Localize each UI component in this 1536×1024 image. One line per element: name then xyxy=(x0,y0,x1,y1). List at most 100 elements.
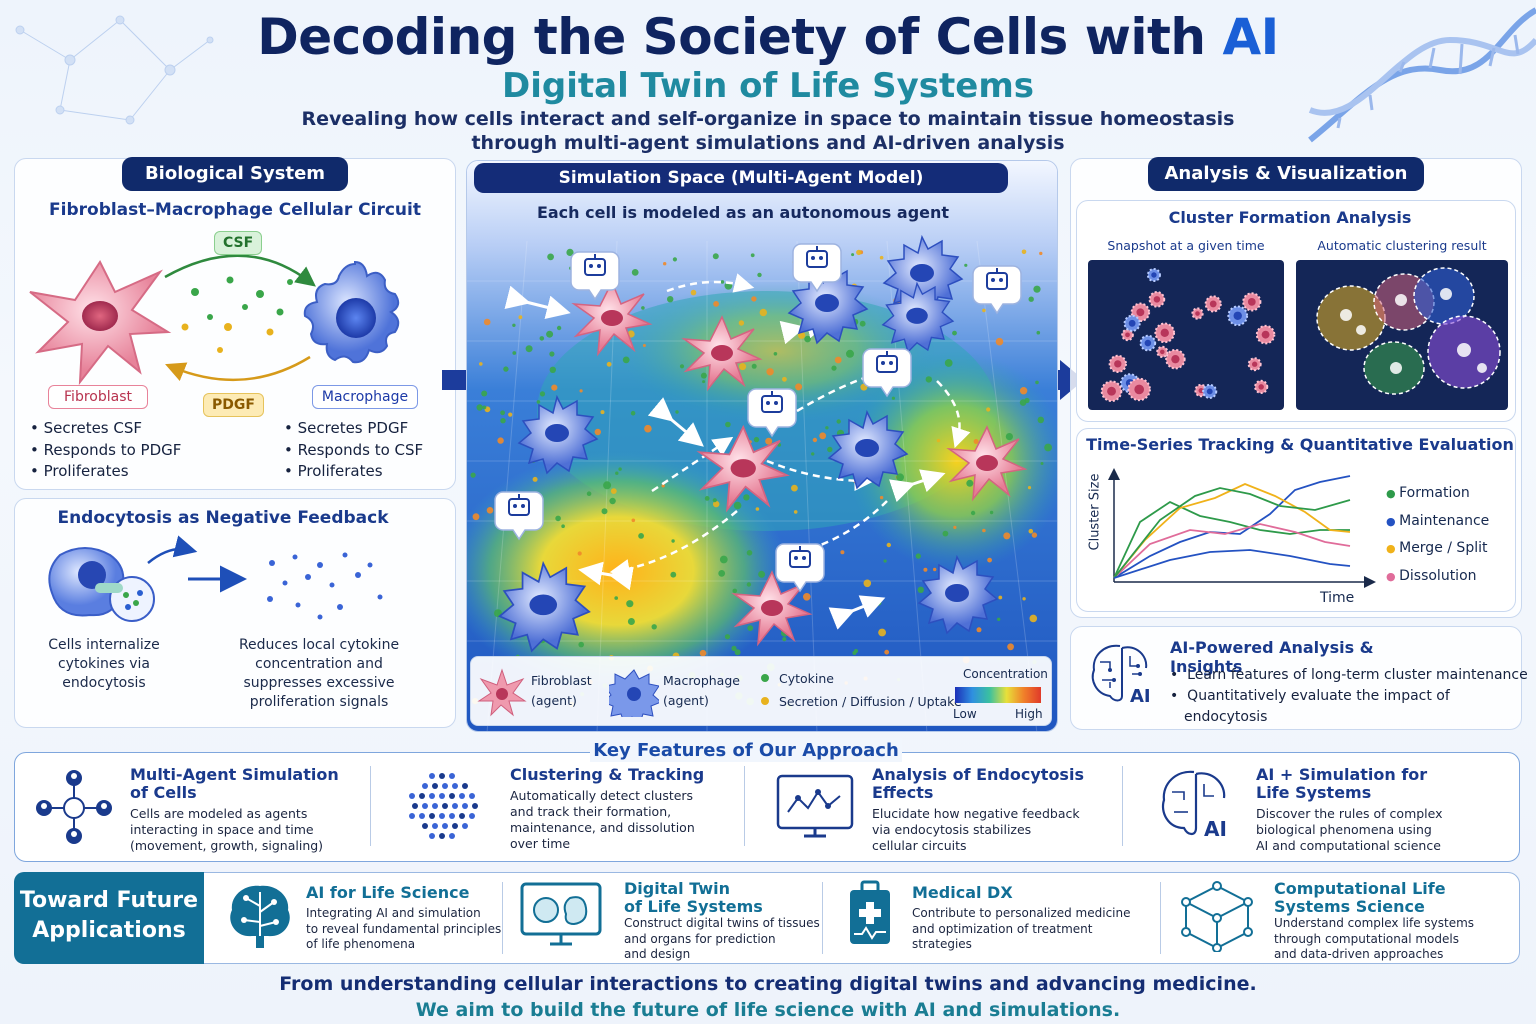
series-line xyxy=(1113,523,1351,579)
dna-helix-icon xyxy=(1308,7,1536,143)
fibroblast-macrophage-diagram xyxy=(29,254,400,386)
key-features-title-bg xyxy=(590,738,902,762)
page-description: Revealing how cells interact and self-or… xyxy=(301,108,1235,154)
circuit-title: Fibroblast–Macrophage Cellular Circuit xyxy=(49,200,421,220)
concentration-colorbar xyxy=(955,687,1041,703)
biological-system-pill: Biological System xyxy=(122,157,348,191)
series-line xyxy=(1113,549,1351,579)
simulation-legend: Fibroblast(agent) Macrophage(agent) Cyto… xyxy=(470,656,1052,726)
legend-dot-icon: ● xyxy=(1386,487,1400,500)
auto-cluster-label: Automatic clustering result xyxy=(1317,238,1487,253)
fibroblast-legend-icon xyxy=(477,668,527,717)
footer-line-1: From understanding cellular interactions… xyxy=(279,973,1257,995)
macrophage-legend-icon xyxy=(609,669,659,717)
legend-item: ● Merge / Split xyxy=(1386,540,1488,556)
cluster-title: Cluster Formation Analysis xyxy=(1168,208,1412,227)
fibroblast-label: Fibroblast xyxy=(48,385,148,409)
clustering-result-image xyxy=(1296,260,1508,410)
csf-label: CSF xyxy=(214,231,263,255)
divider xyxy=(502,882,503,954)
monitor-chart-icon xyxy=(776,774,854,838)
endocytosis-title: Endocytosis as Negative Feedback xyxy=(57,508,389,528)
divider xyxy=(822,882,823,954)
series-line xyxy=(1113,487,1351,579)
divider xyxy=(744,766,745,846)
fibroblast-cell-icon xyxy=(29,260,172,386)
simulation-canvas xyxy=(467,161,1057,731)
key-features-title: Key Features of Our Approach xyxy=(593,740,899,761)
macrophage-label: Macrophage xyxy=(312,385,418,409)
divider xyxy=(370,766,371,846)
simulation-subtitle: Each cell is modeled as an autonomous ag… xyxy=(536,203,950,222)
cytokine-legend-icon xyxy=(761,674,769,682)
secretion-legend-label: Secretion / Diffusion / Uptake xyxy=(779,694,962,709)
ai-insights-title: AI-Powered Analysis & Insights xyxy=(1170,638,1374,676)
analysis-pill: Analysis & Visualization xyxy=(1148,157,1424,191)
divider xyxy=(1122,766,1123,846)
y-axis-label: Cluster Size xyxy=(1087,473,1103,551)
network-cube-icon xyxy=(1181,881,1253,952)
concentration-label: Concentration xyxy=(963,667,1048,681)
title-highlight: AI xyxy=(1222,8,1279,66)
svg-text:AI: AI xyxy=(1204,817,1227,841)
macrophage-legend-label: Macrophage(agent) xyxy=(663,673,740,708)
legend-item: ● Dissolution xyxy=(1386,567,1477,584)
legend-item: ● Formation xyxy=(1386,485,1470,501)
future-item-title: Medical DX xyxy=(912,883,1013,902)
legend-dot-icon: ● xyxy=(1386,542,1400,555)
endocytosis-cell-icon xyxy=(48,547,155,622)
ai-brain-icon: AI xyxy=(1161,770,1227,841)
macrophage-cell-icon xyxy=(303,260,400,364)
series-line xyxy=(1113,500,1350,579)
medical-kit-icon xyxy=(850,880,890,944)
snapshot-image xyxy=(1088,260,1284,410)
svg-text:AI: AI xyxy=(1130,686,1151,707)
low-label: Low xyxy=(953,707,977,721)
macrophage-bullets: Secretes PDGFResponds to CSFProliferates xyxy=(284,418,424,483)
multi-agent-icon xyxy=(36,770,112,844)
future-item-title: AI for Life Science xyxy=(306,883,470,902)
simulation-pill: Simulation Space (Multi-Agent Model) xyxy=(474,163,1008,193)
x-axis-label: Time xyxy=(1320,590,1355,606)
ai-brain-icon: AI xyxy=(1091,644,1151,707)
key-features-panel xyxy=(14,752,1520,862)
ai-insights-panel xyxy=(1070,626,1522,730)
snapshot-label: Snapshot at a given time xyxy=(1107,238,1265,253)
cytokine-legend-label: Cytokine xyxy=(779,671,834,686)
timeseries-legend: ● Formation● Maintenance● Merge / Split●… xyxy=(1386,480,1489,590)
feature-title: Clustering & Tracking xyxy=(510,765,705,784)
pdgf-label: PDGF xyxy=(203,393,264,417)
fibroblast-legend-label: Fibroblast(agent) xyxy=(531,673,592,708)
ai-tree-brain-icon xyxy=(230,885,290,948)
divider xyxy=(1160,882,1161,954)
legend-dot-icon: ● xyxy=(1386,514,1400,528)
simulation-space xyxy=(466,160,1058,732)
page-title: Decoding the Society of Cells with AI xyxy=(257,8,1279,66)
digital-twin-monitor-icon xyxy=(520,882,602,946)
page-subtitle: Digital Twin of Life Systems xyxy=(502,66,1034,106)
secretion-legend-icon xyxy=(761,697,769,705)
legend-item: ● Maintenance xyxy=(1386,512,1490,529)
network-decoration-icon xyxy=(15,15,214,125)
clustering-dots-icon xyxy=(409,773,478,839)
timeseries-title: Time-Series Tracking & Quantitative Eval… xyxy=(1086,435,1514,454)
series-line xyxy=(1113,483,1351,579)
footer-line-2: We aim to build the future of life scien… xyxy=(415,999,1121,1021)
high-label: High xyxy=(1015,707,1043,721)
timeseries-chart xyxy=(1108,468,1376,588)
